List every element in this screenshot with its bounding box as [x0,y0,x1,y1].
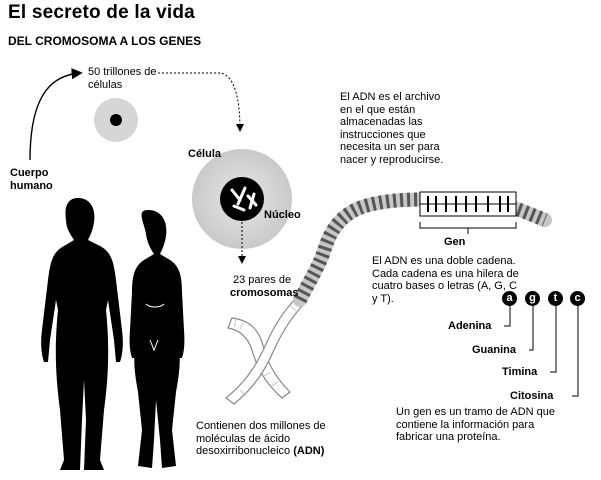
label-gen: Gen [444,236,466,248]
chromosomes-cluster [230,186,258,212]
arrow-body-to-cells [29,68,83,161]
text-adn-abbr: (ADN) [293,445,325,457]
label-adenina: Adenina [448,320,492,332]
badge-citosina-icon: c [570,291,585,306]
label-pares: 23 pares de [233,274,292,286]
base-badges: a g t c [502,291,597,307]
label-cuerpo-humano: Cuerpo humano [10,167,53,192]
human-silhouettes [41,198,185,470]
label-guanina: Guanina [472,344,517,356]
text-doble-cadena: El ADN es una doble cadena. Cada cadena … [372,255,519,305]
badge-timina-icon: t [548,291,563,306]
label-nucleo: Núcleo [264,209,301,221]
label-trillones: 50 trillones de células [88,66,157,91]
woman-silhouette [129,210,185,468]
chromosome-x [225,295,307,405]
dna-helix [293,191,552,307]
gen-bracket [419,222,517,234]
big-cell-nucleus [220,177,264,221]
label-timina: Timina [502,366,538,378]
small-cell-nucleus [110,114,122,126]
label-celula: Célula [188,148,222,160]
label-citosina: Citosina [510,390,554,402]
page-subtitle: DEL CROMOSOMA A LOS GENES [8,34,202,48]
badge-adenina-icon: a [502,291,517,306]
arrow-cells-to-cell [158,72,244,132]
text-un-gen: Un gen es un tramo de ADN que contiene l… [396,406,555,443]
badge-guanina-icon: g [525,291,540,306]
text-contienen-body: Contienen dos millones de moléculas de á… [196,420,326,457]
page-title: El secreto de la vida [8,2,195,23]
base-connector-lines [504,300,579,397]
text-contienen: Contienen dos millones de moléculas de á… [196,420,356,458]
label-cromosomas: cromosomas [230,287,299,299]
text-adn-archivo: El ADN es el archivo en el que están alm… [340,91,444,166]
man-silhouette [41,198,123,470]
